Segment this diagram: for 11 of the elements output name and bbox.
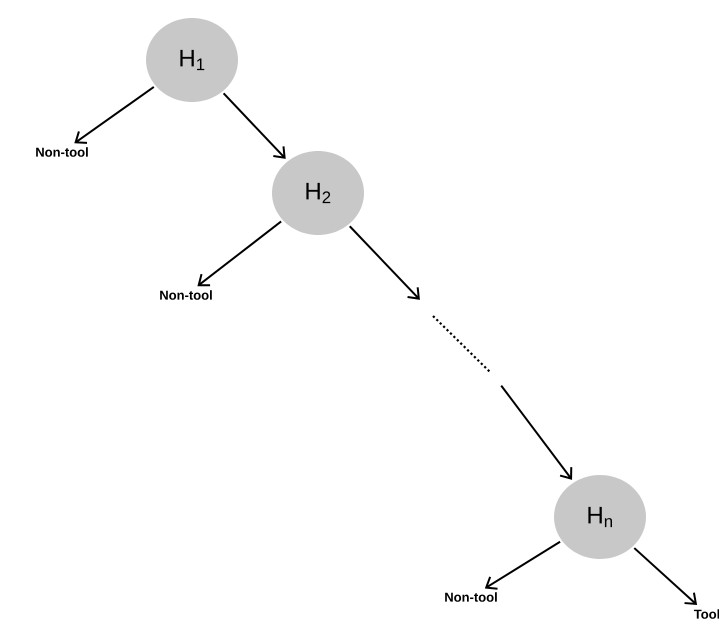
arrow (484, 540, 561, 590)
arrow (222, 92, 286, 159)
outcome-label: Non-tool (160, 290, 212, 300)
arrow (634, 547, 698, 606)
arrow (74, 86, 154, 144)
outcome-label: Non-tool (445, 592, 497, 602)
outcome-label: Tool (694, 609, 719, 619)
arrow (349, 226, 420, 300)
outcome-label: Non-tool (36, 147, 88, 157)
arrow (197, 220, 282, 286)
arrow (500, 385, 572, 480)
